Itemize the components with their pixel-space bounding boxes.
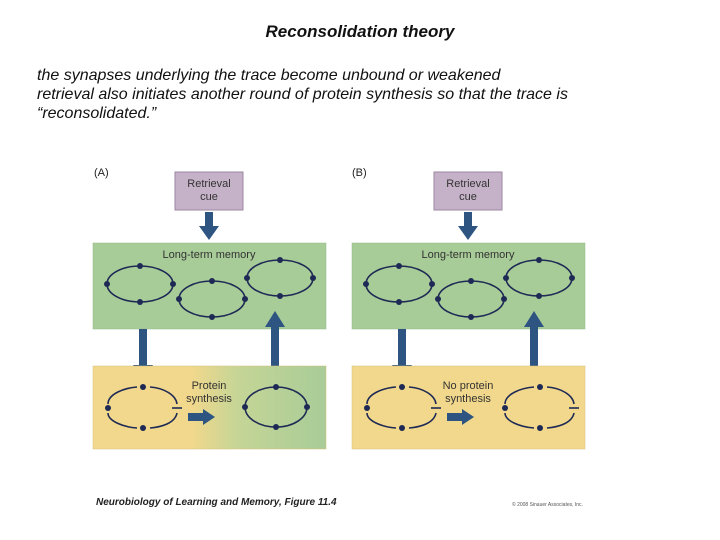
panel-a-synthesis-box (92, 365, 327, 450)
panel-b-restore-arrow-shaft (530, 325, 538, 381)
panel-a-cue-line2: cue (200, 191, 218, 203)
panel-b-cue-box (433, 171, 503, 211)
page-title: Reconsolidation theory (265, 22, 455, 41)
panel-a-letter: (A) (94, 167, 109, 179)
panel-b-restore-arrow-head (524, 311, 544, 327)
panel-b-synthesis-line1: No protein (443, 380, 494, 392)
panel-b-letter: (B) (352, 167, 367, 179)
panel-a-synthesis-line1: Protein (192, 380, 227, 392)
panel-a-down-arrow-shaft (205, 212, 213, 228)
figure-caption: Neurobiology of Learning and Memory, Fig… (96, 497, 337, 508)
panel-a-ltm-synapses (104, 257, 316, 320)
panel-a-right-arrow-head (203, 409, 215, 425)
panel-b-right-arrow-head (462, 409, 474, 425)
panel-a-cue-line1: Retrieval (187, 178, 230, 190)
panel-b-ltm-synapses (363, 257, 575, 320)
panel-a-restore-arrow-shaft (271, 325, 279, 381)
panel-a-ltm-label: Long-term memory (163, 249, 256, 261)
panel-a-retrieve-arrow-shaft (139, 329, 147, 367)
panel-a-weakened-synapses (105, 384, 146, 431)
panel-a-restore-arrow-head (265, 311, 285, 327)
body-line-3: “reconsolidated.” (37, 105, 157, 122)
panel-a: Retrieval cue Long-term memory Protein s… (92, 171, 327, 450)
panel-b-weakened-synapses-left (364, 384, 405, 431)
panel-a-reconsolidated-synapses (242, 384, 310, 430)
panel-a-weakened-circuit (107, 386, 178, 429)
body-line-1: the synapses underlying the trace become… (37, 67, 501, 84)
panel-b-ltm-box (351, 242, 586, 330)
panel-a-right-arrow-shaft (188, 413, 204, 421)
panel-a-cue-box (174, 171, 244, 211)
panel-b-weakened-circuit-left (366, 386, 437, 429)
panel-b-down-arrow-head (458, 226, 478, 240)
panel-b-retrieve-arrow-shaft (398, 329, 406, 367)
panel-b: Retrieval cue Long-term memory No protei… (351, 171, 586, 450)
panel-b-cue-line1: Retrieval (446, 178, 489, 190)
panel-b-cue-line2: cue (459, 191, 477, 203)
panel-b-weakened-circuit-right (504, 386, 575, 429)
panel-a-down-arrow-head (199, 226, 219, 240)
copyright-notice: © 2008 Sinauer Associates, Inc. (512, 502, 583, 508)
panel-b-ltm-label: Long-term memory (422, 249, 515, 261)
body-text: the synapses underlying the trace become… (37, 66, 697, 123)
panel-b-synthesis-line2: synthesis (445, 393, 491, 405)
panel-b-no-synthesis-box (351, 365, 586, 450)
panel-a-synthesis-line2: synthesis (186, 393, 232, 405)
panel-b-down-arrow-shaft (464, 212, 472, 228)
body-line-2: retrieval also initiates another round o… (37, 86, 568, 103)
panel-a-ltm-box (92, 242, 327, 330)
panel-b-weakened-synapses-right (502, 384, 543, 431)
panel-b-right-arrow-shaft (447, 413, 463, 421)
